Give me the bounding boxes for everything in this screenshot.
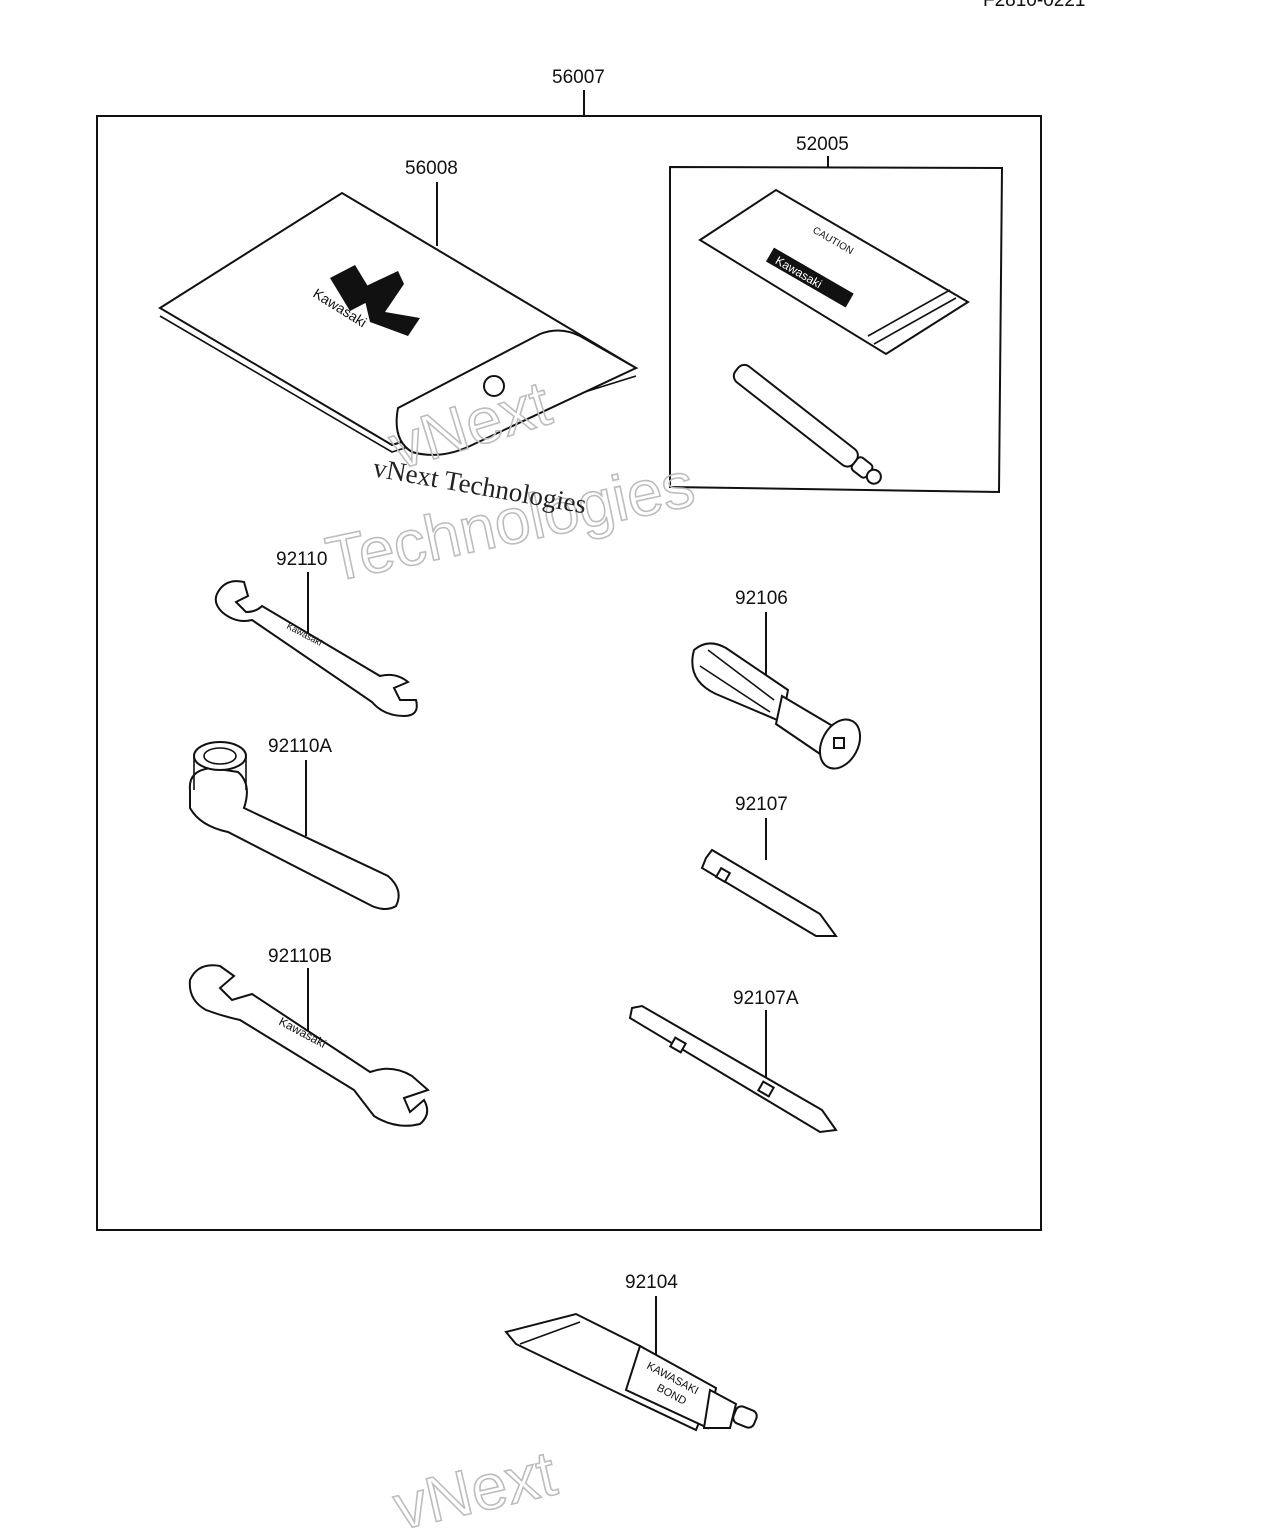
repair-kit-frame [669, 165, 1004, 494]
watermark-footer: vNext [387, 1437, 563, 1536]
wrench-92110-illustration: Kawasaki [214, 580, 418, 718]
tool-bag-illustration: Kawasaki [158, 191, 639, 456]
label-92107a: 92107A [733, 988, 799, 1009]
label-92110: 92110 [276, 549, 327, 570]
screwdriver-handle-illustration [691, 642, 862, 770]
label-92110a: 92110A [268, 736, 332, 757]
repair-kit-illustration: CAUTION Kawasaki [698, 188, 970, 485]
kawasaki-bond-illustration: KAWASAKI BOND [504, 1312, 758, 1432]
label-56007: 56007 [552, 67, 605, 88]
label-92110b: 92110B [268, 946, 332, 967]
label-56008: 56008 [405, 158, 458, 179]
label-52005: 52005 [796, 134, 849, 155]
screwdriver-bit-illustration [700, 848, 838, 937]
tool-set-frame [96, 115, 1042, 1231]
label-92106: 92106 [735, 588, 788, 609]
figure-code: F2810-0221 [983, 0, 1085, 11]
label-92107: 92107 [735, 794, 788, 815]
double-bit-illustration [628, 1004, 838, 1134]
ring-wrench-illustration [188, 741, 400, 910]
label-92104: 92104 [625, 1272, 678, 1293]
